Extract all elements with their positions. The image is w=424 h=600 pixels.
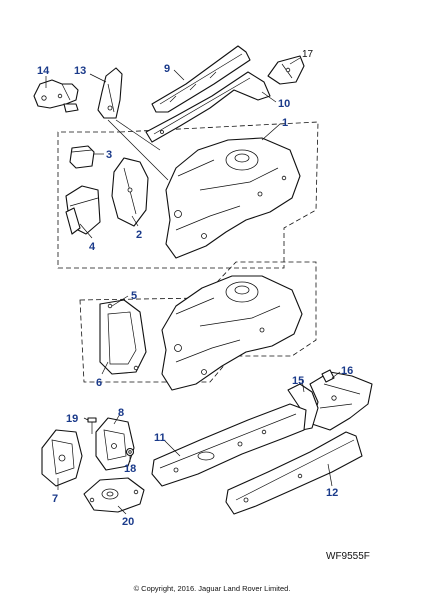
part-18-nut <box>125 447 135 457</box>
part-1-wheelarch-assembly <box>165 137 301 259</box>
part-5-wheelarch-lower <box>161 275 303 391</box>
reference-code: WF9555F <box>326 551 370 562</box>
part-13-bracket <box>97 67 123 119</box>
callout-labels: 14 13 9 17 10 1 3 2 4 5 6 15 16 19 8 11 … <box>37 49 353 528</box>
part-3-block <box>69 145 95 169</box>
copyright-notice: © Copyright, 2016. Jaguar Land Rover Lim… <box>134 584 291 593</box>
callout-4: 4 <box>89 241 96 253</box>
callout-2: 2 <box>136 229 142 241</box>
part-10-rail-extension <box>145 71 271 143</box>
group-box-1 <box>57 121 319 269</box>
callout-3: 3 <box>106 149 112 161</box>
callout-8: 8 <box>118 407 124 419</box>
callout-12: 12 <box>326 487 338 499</box>
callout-16: 16 <box>341 365 353 377</box>
callout-7: 7 <box>52 493 58 505</box>
callout-15: 15 <box>292 375 304 387</box>
part-6-frame-panel <box>99 299 147 375</box>
callout-5: 5 <box>131 290 137 302</box>
part-7-mount-block <box>41 429 83 487</box>
callout-1: 1 <box>282 117 288 129</box>
callout-17: 17 <box>302 49 314 60</box>
callout-10: 10 <box>278 98 290 110</box>
leader-lines <box>45 57 341 515</box>
part-2-bracket <box>111 157 149 227</box>
callout-14: 14 <box>37 65 50 77</box>
part-9-upper-rail <box>151 45 251 113</box>
part-20-mount-base <box>83 477 145 513</box>
callout-18: 18 <box>124 463 136 475</box>
group-box-5 <box>79 261 317 383</box>
callout-19: 19 <box>66 413 78 425</box>
part-19-bolt <box>87 417 97 434</box>
callout-9: 9 <box>164 63 170 75</box>
part-17-bracket <box>267 55 305 85</box>
callout-11: 11 <box>154 432 166 444</box>
part-11-longitudinal <box>151 403 307 487</box>
callout-20: 20 <box>122 516 134 528</box>
callout-6: 6 <box>96 377 102 389</box>
part-4-reinforcement <box>65 185 101 235</box>
part-12-lower-longitudinal <box>225 431 363 515</box>
part-16-strut-support <box>309 369 373 431</box>
part-14-bracket <box>33 79 79 113</box>
callout-13: 13 <box>74 65 86 77</box>
part-8-mount-block <box>95 417 135 471</box>
